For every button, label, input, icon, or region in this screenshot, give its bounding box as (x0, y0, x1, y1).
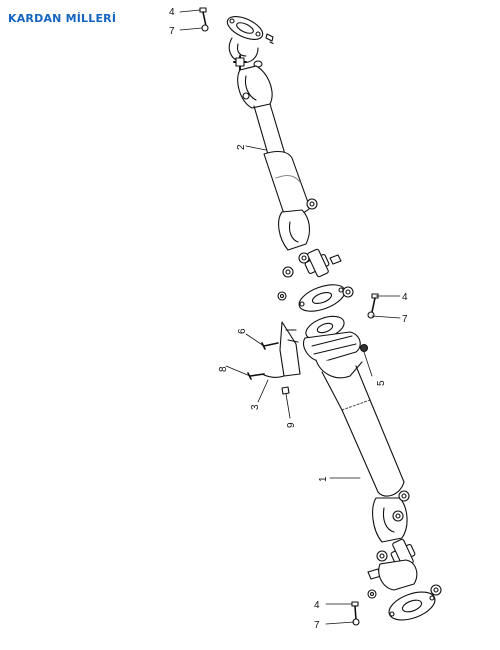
bolt-set-mid (367, 293, 401, 319)
callout-bottom-7: 7 (314, 620, 320, 631)
support-bracket (247, 321, 301, 395)
callout-top-2: 2 (236, 144, 247, 150)
lower-shaft (315, 359, 442, 621)
callout-mid-5: 5 (376, 380, 387, 386)
callout-mid-6: 6 (237, 328, 248, 334)
center-flange-assembly (298, 284, 369, 363)
callout-mid-8: 8 (218, 366, 229, 372)
page-title: KARDAN MİLLERİ (8, 12, 117, 25)
callout-top-7: 7 (169, 26, 175, 37)
leader-lines (225, 145, 373, 479)
callout-mid-4: 4 (402, 292, 408, 303)
callout-mid-1: 1 (318, 476, 329, 482)
callout-bottom-4: 4 (314, 600, 320, 611)
upper-shaft (226, 16, 342, 301)
bolt-set-bottom (325, 601, 360, 626)
callout-mid-7: 7 (402, 314, 408, 325)
callout-mid-9: 9 (286, 422, 297, 428)
callout-mid-3: 3 (250, 404, 261, 410)
bolt-set-top (179, 7, 209, 32)
callout-top-4: 4 (169, 7, 175, 18)
